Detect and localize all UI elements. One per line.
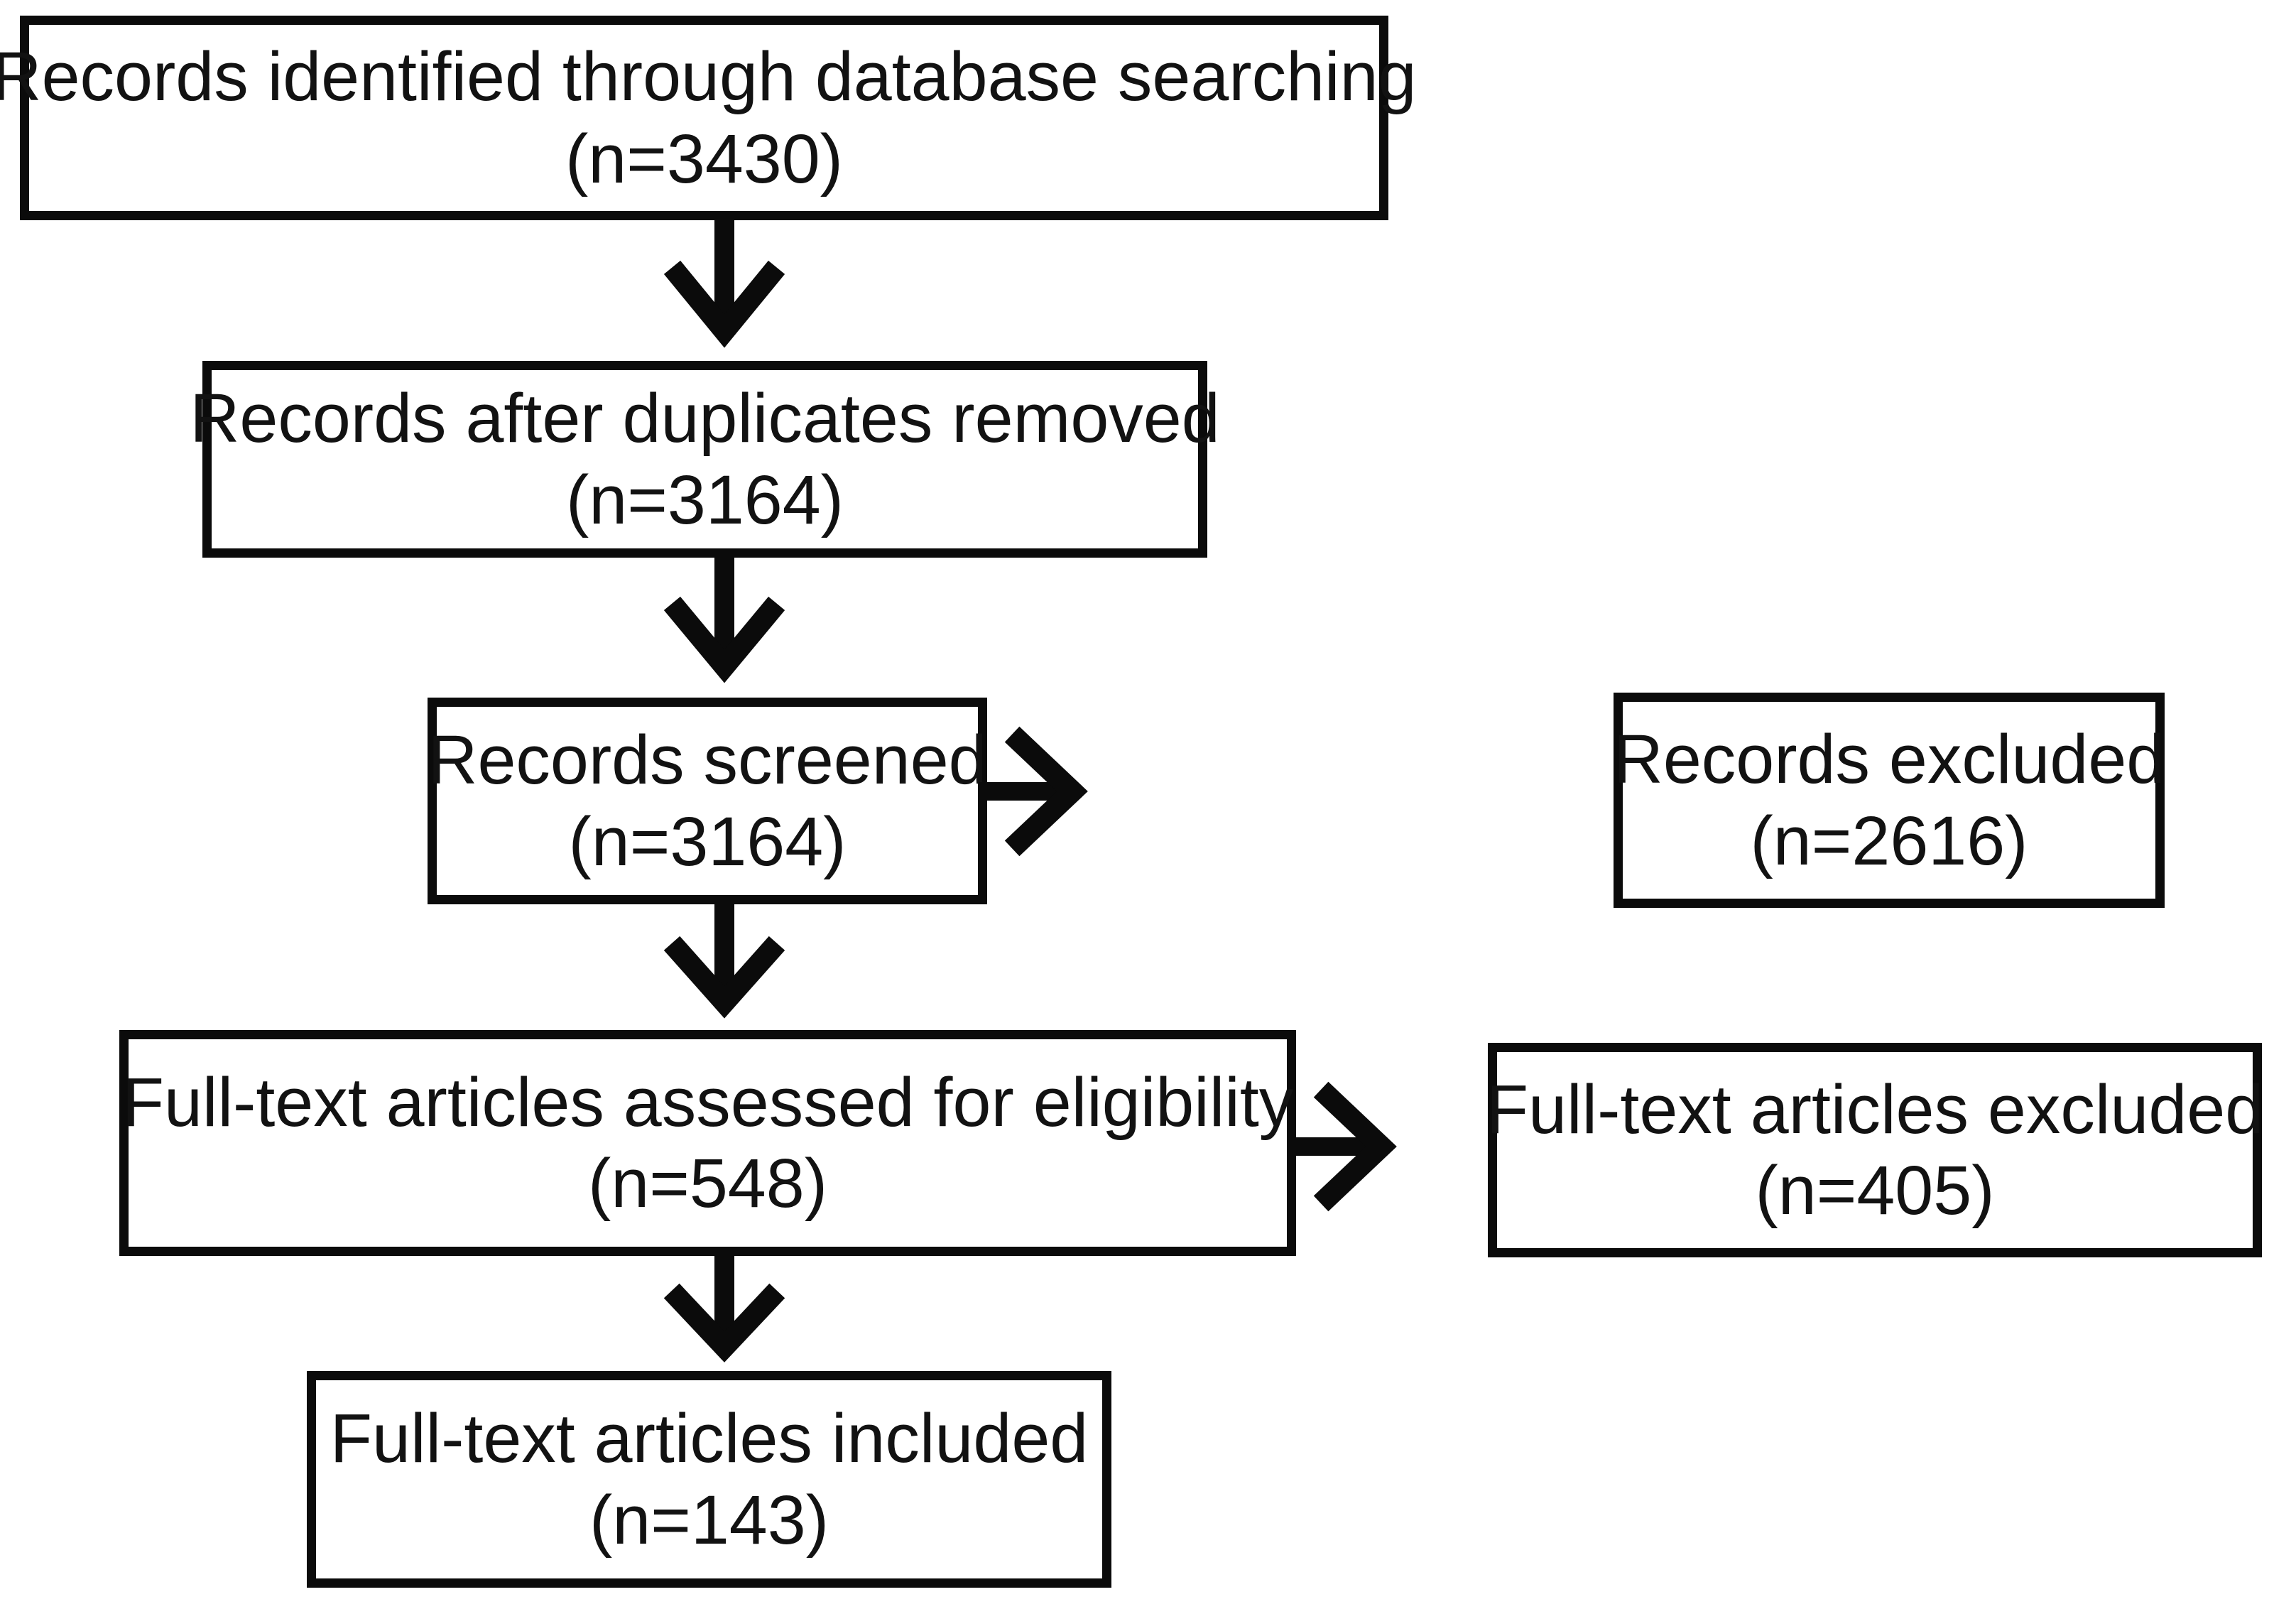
node-assessed-label: Full-text articles assessed for eligibil… <box>121 1063 1294 1141</box>
node-fulltext-excluded-label: Full-text articles excluded <box>1486 1070 2264 1148</box>
node-records-screened: Records screened (n=3164) <box>428 698 987 904</box>
node-included-count: (n=143) <box>589 1480 829 1559</box>
connector-screened-to-records-excluded <box>979 725 1121 860</box>
arrow-down-icon <box>663 551 785 683</box>
node-records-identified: Records identified through database sear… <box>0 16 1417 220</box>
node-duplicates-label: Records after duplicates removed <box>190 379 1220 457</box>
node-records-screened-count: (n=3164) <box>568 802 847 880</box>
node-records-after-duplicates-removed: Records after duplicates removed (n=3164… <box>190 361 1220 558</box>
node-fulltext-articles-included: Full-text articles included (n=143) <box>307 1371 1111 1588</box>
arrow-down-icon <box>663 213 785 348</box>
connector-identified-to-duplicates <box>663 213 785 376</box>
arrow-down-icon <box>663 1249 785 1362</box>
arrow-down-icon <box>663 897 785 1019</box>
connector-assessed-to-included <box>663 1249 785 1384</box>
node-assessed-count: (n=548) <box>587 1144 828 1222</box>
node-records-identified-count: (n=3430) <box>565 120 843 197</box>
node-records-excluded-count: (n=2616) <box>1750 801 2028 879</box>
node-fulltext-assessed-for-eligibility: Full-text articles assessed for eligibil… <box>119 1030 1296 1256</box>
arrow-right-icon <box>1288 1081 1397 1212</box>
node-records-excluded-label: Records excluded <box>1613 720 2165 798</box>
node-fulltext-articles-excluded: Full-text articles excluded (n=405) <box>1486 1043 2264 1257</box>
connector-duplicates-to-screened <box>663 551 785 710</box>
node-included-label: Full-text articles included <box>330 1399 1089 1478</box>
node-fulltext-excluded-count: (n=405) <box>1755 1152 1995 1229</box>
node-records-identified-label: Records identified through database sear… <box>0 37 1417 115</box>
node-records-screened-label: Records screened <box>428 721 987 799</box>
node-duplicates-count: (n=3164) <box>566 460 844 538</box>
arrow-right-icon <box>979 726 1088 857</box>
node-records-excluded: Records excluded (n=2616) <box>1614 693 2165 908</box>
connector-assessed-to-fulltext-excluded <box>1288 1080 1430 1215</box>
connector-screened-to-assessed <box>663 897 785 1043</box>
